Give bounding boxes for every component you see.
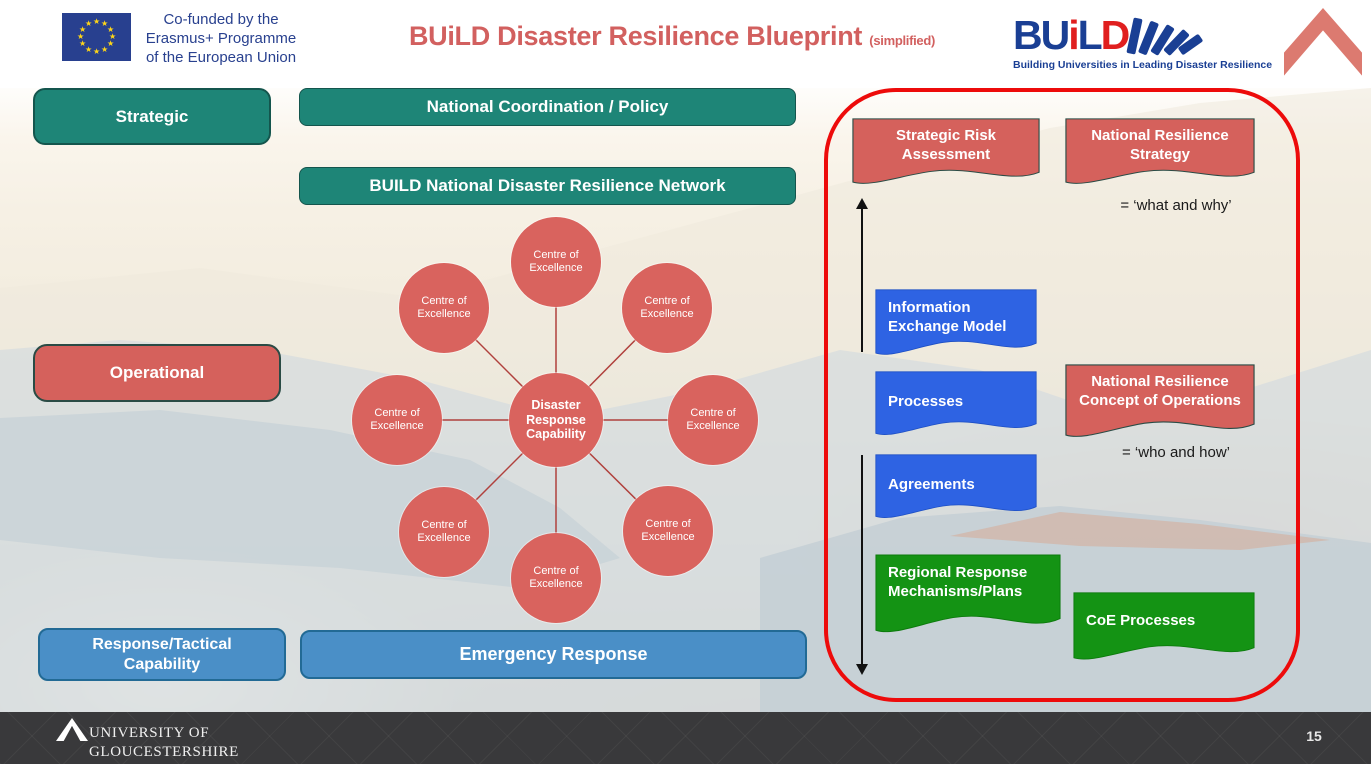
slide-title: BUiLD Disaster Resilience Blueprint (sim… (408, 21, 936, 51)
spoke-circle: Centre of Excellence (352, 375, 442, 465)
slide-footer: UNIVERSITY OF GLOUCESTERSHIRE 15 (0, 712, 1371, 764)
build-logo: BUiLD Building Universities in Leading D… (1013, 13, 1273, 71)
university-name: UNIVERSITY OF GLOUCESTERSHIRE (89, 725, 239, 760)
spoke-circle: Centre of Excellence (668, 375, 758, 465)
page-number: 15 (1306, 728, 1322, 744)
spoke-circle: Centre of Excellence (622, 263, 712, 353)
doc-shape-agreements: Agreements (875, 454, 1037, 526)
eu-line-3: of the European Union (145, 48, 297, 66)
eu-line-2: Erasmus+ Programme (145, 29, 297, 47)
build-logo-tagline: Building Universities in Leading Disaste… (1013, 59, 1273, 71)
falling-dominoes-icon (1126, 13, 1206, 57)
doc-shape-coe-processes: CoE Processes (1073, 592, 1255, 668)
eu-flag-logo: ★★★★★★ ★★★★★★ (62, 13, 131, 61)
spoke-circle: Centre of Excellence (399, 263, 489, 353)
level-box-operational: Operational (33, 344, 281, 402)
doc-shape-processes: Processes (875, 371, 1037, 443)
spoke-circle: Centre of Excellence (511, 533, 601, 623)
note-what-and-why: = ‘what and why’ (1120, 197, 1232, 214)
spoke-circle: Centre of Excellence (511, 217, 601, 307)
doc-shape-national-strategy: National Resilience Strategy (1065, 118, 1255, 192)
bar-build-network: BUILD National Disaster Resilience Netwo… (299, 167, 796, 205)
hub-center-circle: Disaster Response Capability (509, 373, 603, 467)
hub-spoke-diagram: Disaster Response Capability Centre of E… (330, 205, 800, 630)
eu-cofunded-text: Co-funded by the Erasmus+ Programme of t… (130, 11, 312, 67)
spoke-circle: Centre of Excellence (623, 486, 713, 576)
blueprint-panel-outline (824, 88, 1300, 702)
doc-shape-regional-response: Regional Response Mechanisms/Plans (875, 554, 1061, 642)
doc-shape-concept-of-operations: National Resilience Concept of Operation… (1065, 364, 1255, 446)
slide-title-suffix: (simplified) (869, 33, 936, 48)
level-box-strategic: Strategic (33, 88, 271, 145)
eu-line-1: Co-funded by the (163, 11, 279, 28)
arrow-up (856, 198, 868, 352)
bar-emergency-response: Emergency Response (300, 630, 807, 679)
bar-national-coordination: National Coordination / Policy (299, 88, 796, 126)
chevron-logo-icon (1284, 8, 1362, 76)
doc-shape-strategic-risk: Strategic Risk Assessment (852, 118, 1040, 192)
build-logo-wordmark: BUiLD (1013, 13, 1249, 57)
level-box-response-tactical: Response/Tactical Capability (38, 628, 286, 681)
university-chevron-icon (56, 718, 88, 741)
spoke-circle: Centre of Excellence (399, 487, 489, 577)
note-who-and-how: = ‘who and how’ (1122, 444, 1230, 461)
arrow-down (856, 455, 868, 675)
doc-shape-information-exchange: Information Exchange Model (875, 289, 1037, 363)
university-logo: UNIVERSITY OF GLOUCESTERSHIRE (56, 716, 239, 762)
